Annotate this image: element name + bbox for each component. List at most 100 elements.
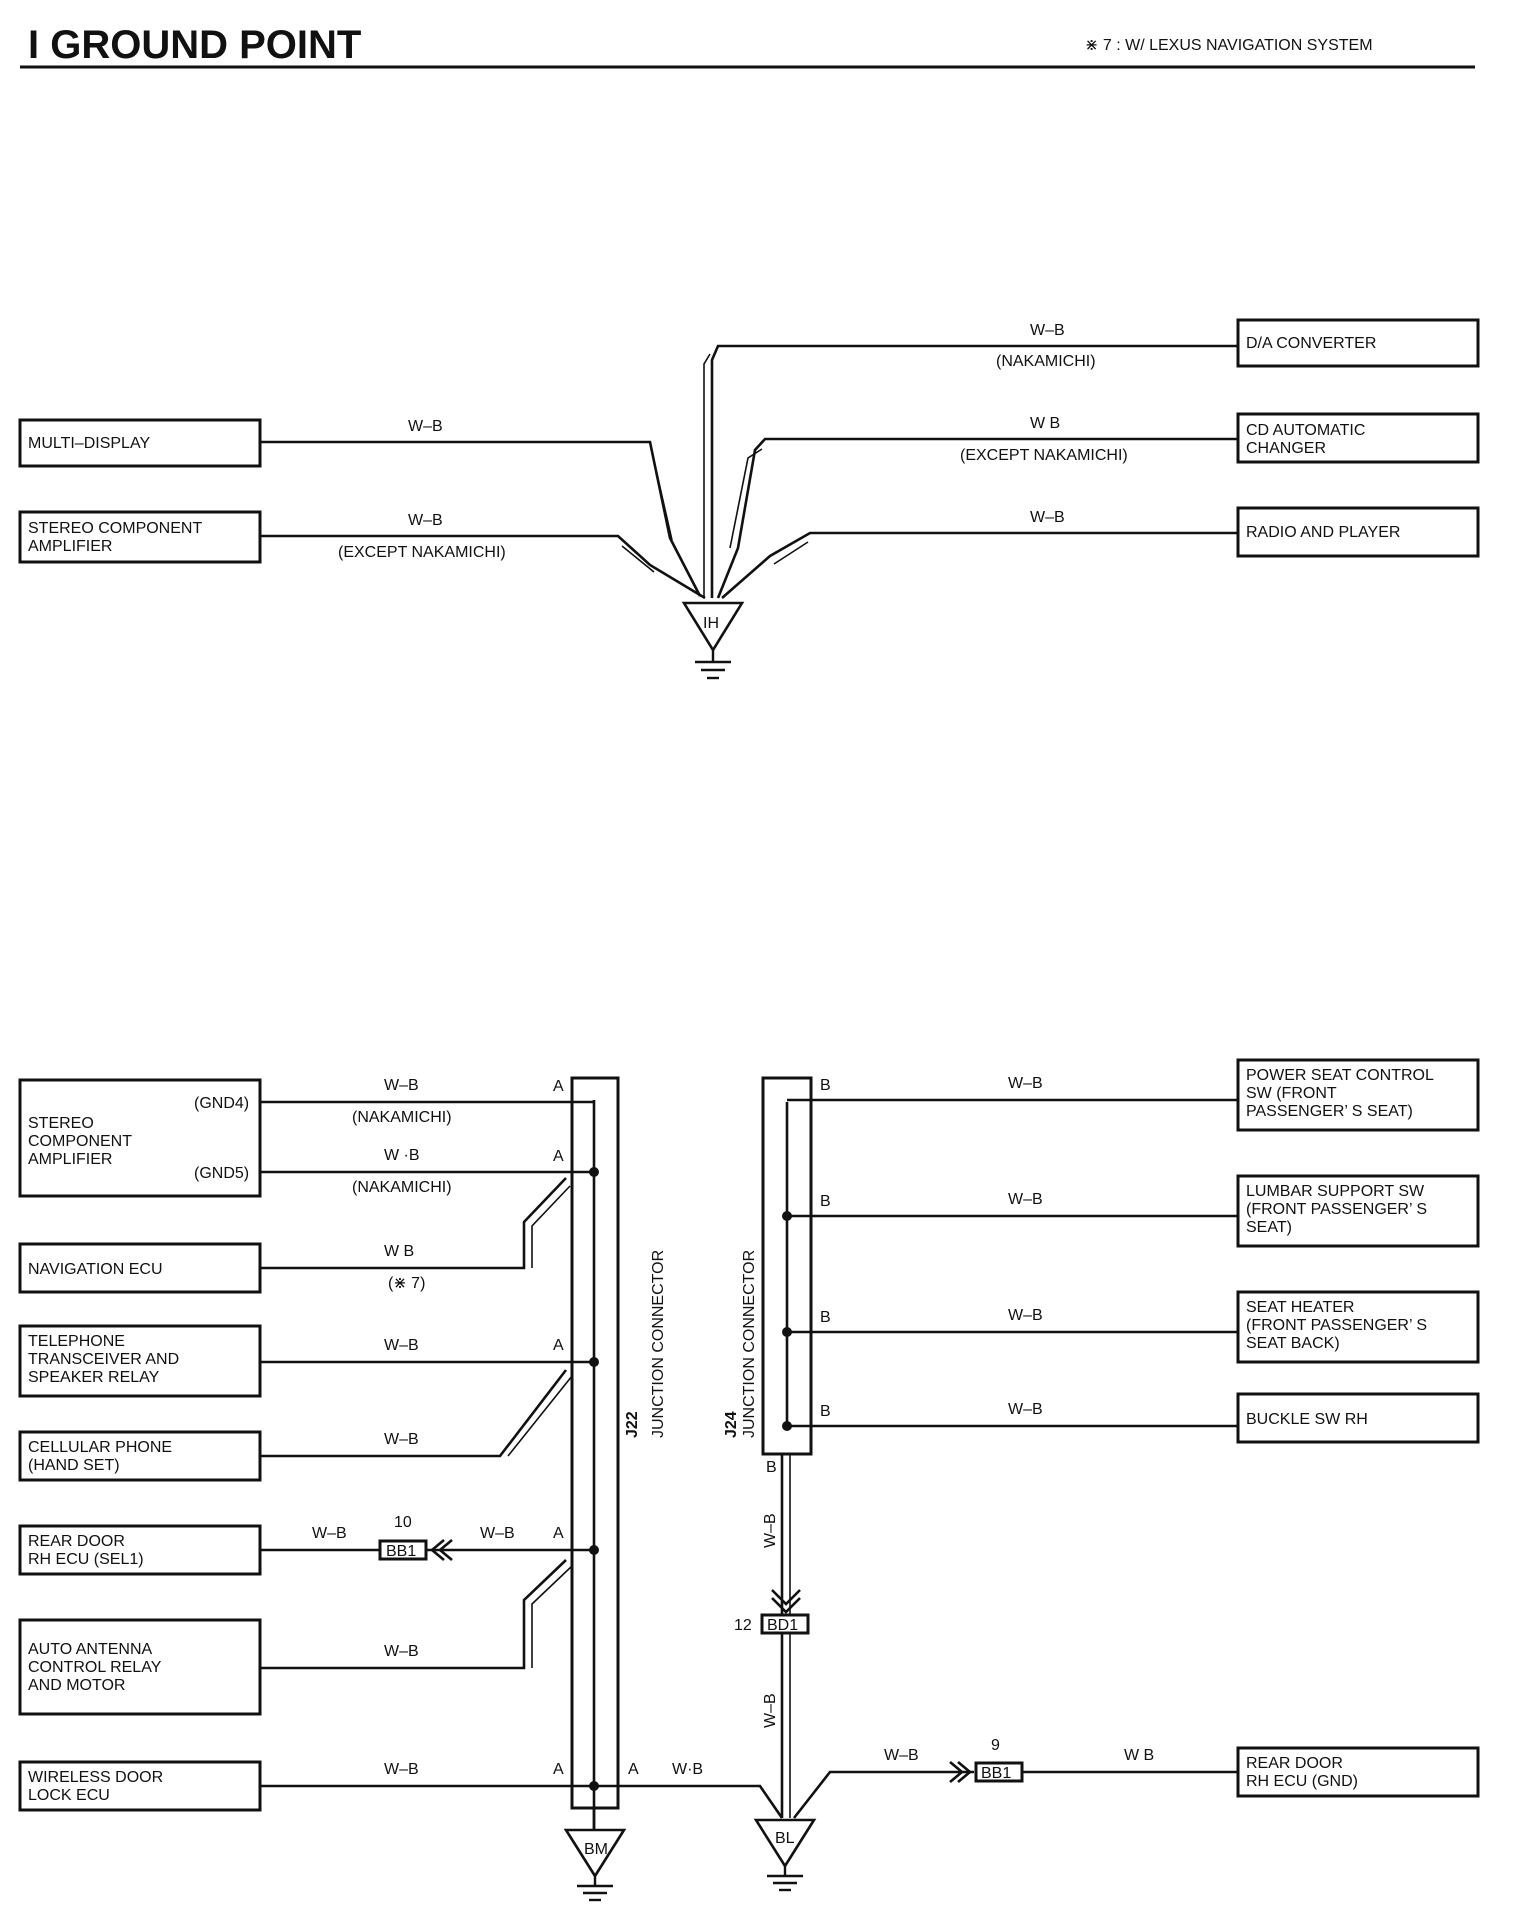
navigation-ecu-box: NAVIGATION ECU <box>18 1242 262 1294</box>
cd-changer-label-2: CHANGER <box>1246 440 1326 457</box>
ground-label-ih: IH <box>703 615 719 632</box>
wire-cellular: W–B <box>384 1431 419 1448</box>
multi-display-box: MULTI–DISPLAY <box>18 418 262 468</box>
ih-wires <box>260 344 1238 600</box>
junction-dot <box>589 1545 599 1555</box>
cellular-box: CELLULAR PHONE (HAND SET) <box>18 1430 262 1482</box>
bb1-left-num: 10 <box>394 1514 412 1531</box>
bb1-right-id: BB1 <box>981 1765 1011 1782</box>
j24-pin-buckle: B <box>820 1403 831 1420</box>
stereo-amp-label-2: AMPLIFIER <box>28 538 112 555</box>
j22-pin-telephone: A <box>553 1337 564 1354</box>
seat-heater-label-2: (FRONT PASSENGER’ S <box>1246 1317 1427 1334</box>
wire-nav: W B <box>384 1243 414 1260</box>
stereo-amp-b-3: AMPLIFIER <box>28 1151 112 1168</box>
wire-sel1-left: W–B <box>312 1525 347 1542</box>
bb1-left-id: BB1 <box>386 1543 416 1560</box>
stereo-amp-box-bottom: STEREO COMPONENT AMPLIFIER (GND4) (GND5) <box>18 1078 262 1198</box>
buckle-label: BUCKLE SW RH <box>1246 1411 1368 1428</box>
junction-dot <box>782 1211 792 1221</box>
lumbar-box: LUMBAR SUPPORT SW (FRONT PASSENGER’ S SE… <box>1236 1174 1480 1248</box>
wire-da-converter-note: (NAKAMICHI) <box>996 353 1096 370</box>
rear-door-gnd-box: REAR DOOR RH ECU (GND) <box>1236 1746 1480 1798</box>
top-section: MULTI–DISPLAY STEREO COMPONENT AMPLIFIER… <box>18 318 1480 680</box>
stereo-amp-b-2: COMPONENT <box>28 1133 132 1150</box>
j22-connector: J22 JUNCTION CONNECTOR <box>570 1076 667 1830</box>
wire-power-seat: W–B <box>1008 1075 1043 1092</box>
power-seat-label-3: PASSENGER’ S SEAT) <box>1246 1103 1413 1120</box>
wire-stereo-amp: W–B <box>408 512 443 529</box>
wire-multi-display: W–B <box>408 418 443 435</box>
j22-name: JUNCTION CONNECTOR <box>650 1250 667 1438</box>
telephone-box: TELEPHONE TRANSCEIVER AND SPEAKER RELAY <box>18 1324 262 1398</box>
auto-antenna-label-2: CONTROL RELAY <box>28 1659 162 1676</box>
j22-pin-gnd5: A <box>553 1148 564 1165</box>
bb1-connector-right: 9 BB1 <box>974 1737 1024 1783</box>
wireless-door-label-1: WIRELESS DOOR <box>28 1769 163 1786</box>
j24-pin-power-seat: B <box>820 1077 831 1094</box>
telephone-label-1: TELEPHONE <box>28 1333 125 1350</box>
wire-da-converter: W–B <box>1030 322 1065 339</box>
stereo-amp-label-1: STEREO COMPONENT <box>28 520 202 537</box>
wire-nav-note: (⋇ 7) <box>388 1275 425 1292</box>
stereo-amp-b-1: STEREO <box>28 1115 94 1132</box>
power-seat-label-1: POWER SEAT CONTROL <box>1246 1067 1434 1084</box>
j22-pin-gnd4: A <box>553 1078 564 1095</box>
gnd4-label: (GND4) <box>194 1095 249 1112</box>
telephone-label-2: TRANSCEIVER AND <box>28 1351 179 1368</box>
wire-gnd4: W–B <box>384 1077 419 1094</box>
wire-cd-changer: W B <box>1030 415 1060 432</box>
seat-heater-box: SEAT HEATER (FRONT PASSENGER’ S SEAT BAC… <box>1236 1290 1480 1364</box>
ground-label-bm: BM <box>584 1841 608 1858</box>
gnd5-label: (GND5) <box>194 1165 249 1182</box>
junction-dot <box>782 1421 792 1431</box>
page-title: I GROUND POINT <box>28 23 361 67</box>
bottom-section: J22 JUNCTION CONNECTOR J24 JUNCTION CONN… <box>18 1058 1480 1902</box>
wire-buckle: W–B <box>1008 1401 1043 1418</box>
j22-pin-wireless: A <box>553 1761 564 1778</box>
seat-heater-label-1: SEAT HEATER <box>1246 1299 1354 1316</box>
bb1-connector-left: 10 BB1 <box>378 1514 453 1561</box>
radio-player-box: RADIO AND PLAYER <box>1236 506 1480 558</box>
bb1-right-num: 9 <box>991 1737 1000 1754</box>
ground-label-bl: BL <box>775 1830 795 1847</box>
da-converter-label: D/A CONVERTER <box>1246 335 1376 352</box>
navigation-ecu-label: NAVIGATION ECU <box>28 1261 163 1278</box>
lumbar-label-1: LUMBAR SUPPORT SW <box>1246 1183 1425 1200</box>
wire-gnd4-note: (NAKAMICHI) <box>352 1109 452 1126</box>
j22-pin-sel1: A <box>553 1525 564 1542</box>
right-wires <box>787 1098 1238 1428</box>
bd1-id: BD1 <box>767 1617 798 1634</box>
j24-id: J24 <box>723 1411 740 1438</box>
cellular-label-2: (HAND SET) <box>28 1457 120 1474</box>
wire-wireless: W–B <box>384 1761 419 1778</box>
j24-connector: J24 JUNCTION CONNECTOR <box>723 1076 813 1456</box>
wire-seat-heater: W–B <box>1008 1307 1043 1324</box>
wire-antenna: W–B <box>384 1643 419 1660</box>
multi-display-label: MULTI–DISPLAY <box>28 435 150 452</box>
da-converter-box: D/A CONVERTER <box>1236 318 1480 368</box>
j24-pin-seat-heater: B <box>820 1309 831 1326</box>
wire-j22-to-bl: W·B <box>672 1761 703 1778</box>
bd1-connector: 12 BD1 <box>734 1613 810 1635</box>
bd1-num: 12 <box>734 1617 752 1634</box>
wireless-door-box: WIRELESS DOOR LOCK ECU <box>18 1760 262 1812</box>
radio-player-label: RADIO AND PLAYER <box>1246 524 1400 541</box>
cd-changer-box: CD AUTOMATIC CHANGER <box>1236 412 1480 464</box>
ground-point-ih: IH <box>681 601 745 680</box>
ground-point-bm: BM <box>563 1828 627 1902</box>
wire-cd-changer-note: (EXCEPT NAKAMICHI) <box>960 447 1128 464</box>
cellular-label-1: CELLULAR PHONE <box>28 1439 172 1456</box>
j22-out-pin: A <box>628 1761 639 1778</box>
wire-bb1-to-rear: W B <box>1124 1747 1154 1764</box>
wireless-door-label-2: LOCK ECU <box>28 1787 110 1804</box>
header-note: ⋇ 7 : W/ LEXUS NAVIGATION SYSTEM <box>1085 37 1373 54</box>
wire-gnd5-note: (NAKAMICHI) <box>352 1179 452 1196</box>
junction-dot <box>589 1167 599 1177</box>
wire-telephone: W–B <box>384 1337 419 1354</box>
rear-door-sel1-box: REAR DOOR RH ECU (SEL1) <box>18 1524 262 1576</box>
auto-antenna-box: AUTO ANTENNA CONTROL RELAY AND MOTOR <box>18 1618 262 1716</box>
j24-bottom-pin: B <box>766 1459 777 1476</box>
rear-door-gnd-label-2: RH ECU (GND) <box>1246 1773 1358 1790</box>
